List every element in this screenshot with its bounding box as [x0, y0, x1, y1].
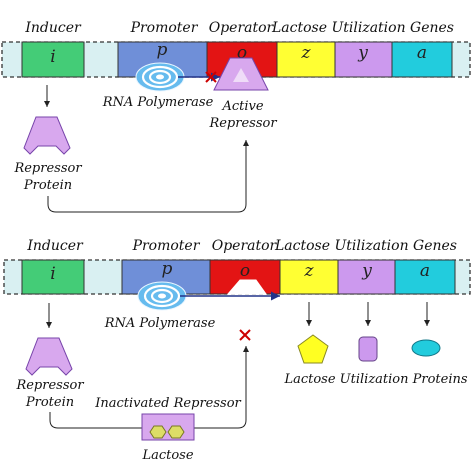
- top-genes-heading: Lactose Utilization Genes: [271, 20, 454, 36]
- z-protein-icon: [297, 334, 329, 364]
- top-letter-a: a: [417, 43, 427, 63]
- top-rna-polymerase-icon: [135, 62, 185, 92]
- inactivated-repressor-label: Inactivated Repressor: [94, 396, 241, 411]
- top-letter-p: p: [157, 40, 168, 60]
- lactose-label: Lactose: [141, 448, 193, 463]
- bottom-letter-i: i: [50, 264, 55, 284]
- top-dna-strand: [1, 41, 471, 78]
- top-gene-a: [391, 41, 453, 78]
- bottom-gene-i: [21, 259, 85, 295]
- bottom-letter-p: p: [162, 259, 173, 279]
- top-letter-y: y: [357, 43, 368, 63]
- bottom-promoter-label: Promoter: [132, 238, 201, 254]
- bottom-letter-a: a: [420, 261, 430, 281]
- bottom-gene-z: [279, 259, 339, 295]
- lactose-molecule-icon: [167, 425, 185, 439]
- top-letter-z: z: [301, 43, 312, 63]
- bottom-genes-heading: Lactose Utilization Genes: [274, 238, 457, 254]
- top-repressor-label: Repressor: [208, 116, 277, 131]
- bottom-panel: Inducer Promoter Operator Lactose Utiliz…: [3, 238, 471, 463]
- top-operator-label: Operator: [209, 20, 275, 36]
- top-repressor-protein-label-1: Repressor: [13, 161, 82, 176]
- top-promoter-region: [117, 41, 208, 78]
- a-protein-icon: [411, 339, 441, 357]
- top-letter-o: o: [237, 43, 247, 63]
- bottom-block-x-icon: [239, 329, 251, 341]
- bottom-repressor-protein-label-1: Repressor: [15, 378, 84, 393]
- top-rna-polymerase-label: RNA Polymerase: [102, 95, 214, 110]
- top-repressor-protein-icon: [23, 116, 71, 155]
- top-gene-z: [276, 41, 336, 78]
- top-inducer-label: Inducer: [24, 20, 82, 36]
- bottom-rna-polymerase-icon: [137, 281, 187, 311]
- top-binding-arrow: [47, 140, 249, 213]
- bottom-letter-o: o: [240, 261, 250, 281]
- y-protein-icon: [358, 336, 378, 362]
- lactose-molecule-icon: [149, 425, 167, 439]
- top-gene-i: [21, 41, 85, 78]
- top-letter-i: i: [50, 47, 55, 67]
- top-active-label: Active: [221, 99, 263, 114]
- bottom-free-operator-site: [226, 279, 267, 295]
- bottom-letter-y: y: [361, 261, 372, 281]
- bottom-repressor-protein-icon: [25, 337, 73, 376]
- bottom-inducer-label: Inducer: [26, 238, 84, 254]
- top-repressor-protein-label-2: Protein: [23, 178, 72, 193]
- top-panel: Inducer Promoter Operator Lactose Utiliz…: [1, 20, 471, 213]
- bottom-rna-polymerase-label: RNA Polymerase: [104, 316, 216, 331]
- inactivated-repressor-icon: [141, 413, 195, 441]
- bottom-operator-label: Operator: [212, 238, 278, 254]
- top-gene-y: [334, 41, 393, 78]
- proteins-caption: Lactose Utilization Proteins: [283, 372, 467, 387]
- bottom-letter-z: z: [304, 261, 315, 281]
- bottom-gene-a: [394, 259, 456, 295]
- top-block-x-icon: [205, 71, 217, 83]
- bottom-gene-y: [337, 259, 396, 295]
- bottom-repressor-protein-label-2: Protein: [25, 395, 74, 410]
- top-promoter-label: Promoter: [130, 20, 199, 36]
